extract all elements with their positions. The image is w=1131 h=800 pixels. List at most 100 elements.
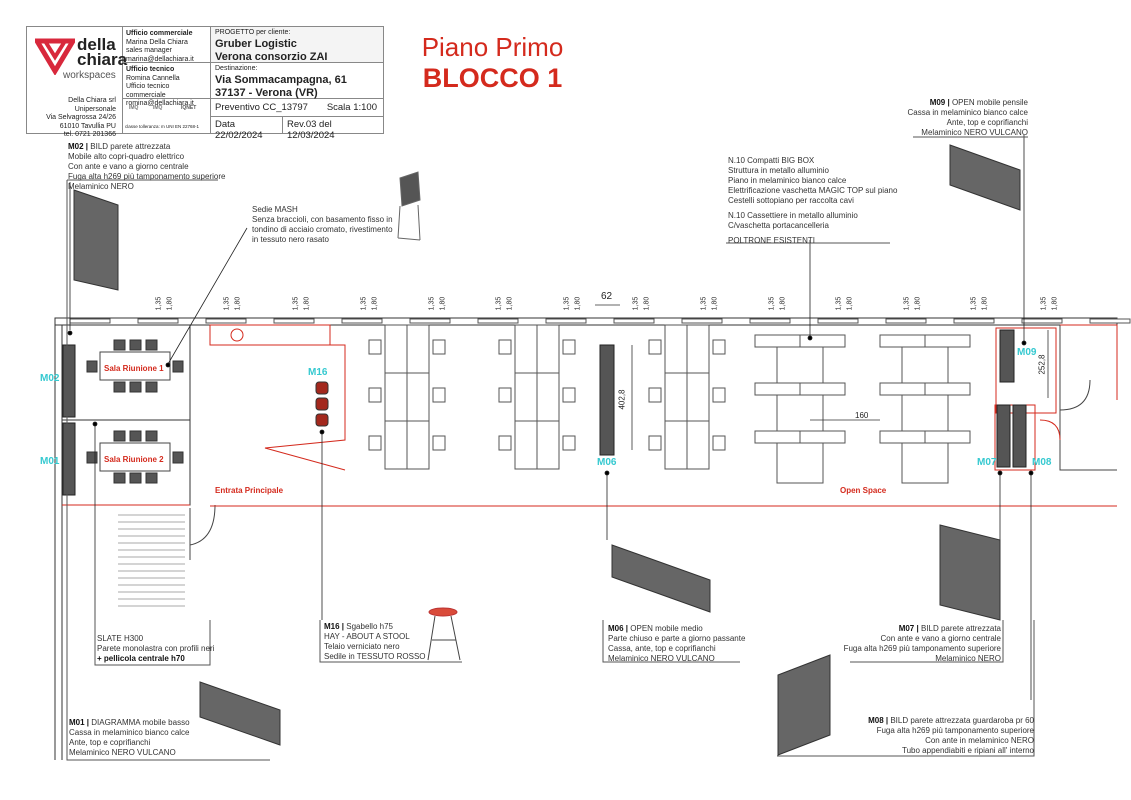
desk — [664, 372, 688, 422]
marker-m09: M09 — [1017, 347, 1037, 358]
desk — [686, 420, 710, 470]
ceiling-height-label: 1,35 — [563, 296, 571, 311]
room-label-sala-riunione-2: Sala Riunione 2 — [104, 455, 164, 464]
desk-chair — [368, 435, 382, 451]
area-label-open-space: Open Space — [840, 486, 887, 495]
chair — [145, 472, 158, 484]
marker-m16: M16 — [308, 367, 328, 378]
desk — [536, 420, 560, 470]
ceiling-height-label: 1,80 — [574, 296, 582, 311]
ceiling-height-label: 1,80 — [779, 296, 787, 311]
window — [341, 318, 383, 324]
desk-pedestal — [901, 442, 949, 484]
ceiling-height-label: 1,80 — [371, 296, 379, 311]
ceiling-height-label: 1,80 — [234, 296, 242, 311]
desk-chair — [498, 387, 512, 403]
marker-m08: M08 — [1032, 457, 1052, 468]
ceiling-height-label: 1,35 — [292, 296, 300, 311]
window — [1021, 318, 1063, 324]
desk-chair — [368, 339, 382, 355]
stools-m16 — [315, 381, 329, 427]
chair — [145, 381, 158, 393]
marker-m01: M01 — [40, 456, 60, 467]
ceiling-height-label: 1,80 — [1051, 296, 1059, 311]
ceiling-height-label: 1,35 — [768, 296, 776, 311]
floor-title: Piano Primo — [421, 32, 564, 62]
ceiling-height-label: 1,35 — [1040, 296, 1048, 311]
stool-render-icon — [427, 607, 461, 661]
window — [1089, 318, 1131, 324]
chair — [145, 430, 158, 442]
desk-chair — [648, 339, 662, 355]
ceiling-height-label: 1,35 — [428, 296, 436, 311]
area-label-entrance: Entrata Principale — [215, 486, 284, 495]
desk-chair — [712, 339, 726, 355]
ceiling-height-label: 1,80 — [166, 296, 174, 311]
quote-number: Preventivo CC_13797 — [215, 102, 308, 113]
ceiling-height-label: 1,35 — [903, 296, 911, 311]
m01-render-icon — [199, 681, 281, 746]
ceiling-height-label: 1,80 — [506, 296, 514, 311]
desk-pedestal — [776, 394, 824, 436]
ceiling-height-label: 1,35 — [632, 296, 640, 311]
ceiling-height-label: 1,35 — [970, 296, 978, 311]
date: Data 22/02/2024 — [211, 117, 283, 141]
marker-m02: M02 — [40, 373, 60, 384]
chair — [129, 472, 142, 484]
tolerance-text: classe tolleranza: m UNI EN 22768-1 — [125, 124, 200, 129]
sheet-heading: Piano Primo BLOCCO 1 — [400, 32, 585, 94]
marker-m06: M06 — [597, 457, 617, 468]
ceiling-height-label: 1,80 — [643, 296, 651, 311]
window — [681, 318, 723, 324]
bench-desk — [754, 382, 801, 396]
desk-chair — [432, 435, 446, 451]
ceiling-height-label: 1,80 — [303, 296, 311, 311]
cabinet-m01 — [62, 422, 76, 496]
cabinet-m08 — [1012, 404, 1027, 468]
desk-chair — [712, 387, 726, 403]
chair — [113, 472, 126, 484]
bench-desk — [924, 430, 971, 444]
chair — [172, 451, 184, 464]
della-chiara-logo-icon — [35, 38, 75, 75]
note-m06: M06 | OPEN mobile medio Parte chiuso e p… — [608, 624, 746, 663]
window — [273, 318, 315, 324]
desk — [514, 372, 538, 422]
dimension-62: 62 — [601, 291, 613, 302]
dimension-402-8: 402,8 — [617, 389, 627, 410]
desk-pedestal — [776, 442, 824, 484]
ceiling-height-label: 1,35 — [360, 296, 368, 311]
window — [409, 318, 451, 324]
note-m08: M08 | BILD parete attrezzata guardaroba … — [868, 716, 1034, 755]
window — [545, 318, 587, 324]
logo-subtitle: workspaces — [63, 70, 116, 81]
chair — [113, 339, 126, 351]
cabinet-m06 — [599, 344, 615, 456]
desk — [406, 420, 430, 470]
m08-render-icon — [777, 654, 831, 756]
ceiling-height-label: 1,80 — [711, 296, 719, 311]
cabinet-m02 — [62, 344, 76, 418]
desk — [514, 420, 538, 470]
desk — [536, 324, 560, 374]
block-title: BLOCCO 1 — [422, 63, 563, 93]
desk-pedestal — [901, 394, 949, 436]
bench-desk — [879, 382, 926, 396]
desk-pedestal — [776, 346, 824, 388]
bench-desk — [924, 334, 971, 348]
bench-desk — [879, 334, 926, 348]
window — [817, 318, 859, 324]
dimension-160: 160 — [855, 411, 869, 420]
desk — [686, 372, 710, 422]
ceiling-height-label: 1,80 — [846, 296, 854, 311]
iqnet-cert-icon: IQNET — [181, 105, 197, 111]
chair — [113, 381, 126, 393]
